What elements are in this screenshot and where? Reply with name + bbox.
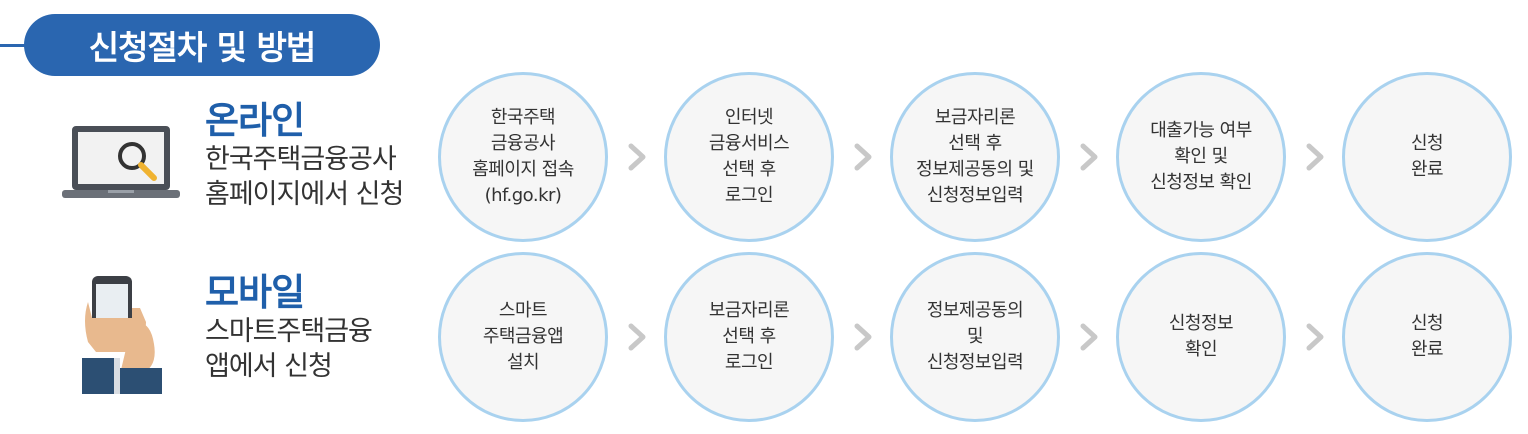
chevron-right-icon [1304, 142, 1328, 172]
mobile-subtitle: 스마트주택금융 앱에서 신청 [205, 316, 373, 382]
online-heading: 온라인 [205, 99, 305, 142]
title-accent-line [0, 44, 40, 47]
mobile-step-1: 스마트 주택금융앱 설치 [438, 252, 608, 422]
online-label: 온라인 한국주택금융공사 홈페이지에서 신청 [205, 99, 404, 212]
online-step-4: 대출가능 여부 확인 및 신청정보 확인 [1116, 72, 1286, 242]
online-step-1: 한국주택 금융공사 홈페이지 접속 (hf.go.kr) [438, 72, 608, 242]
online-subtitle: 한국주택금융공사 홈페이지에서 신청 [205, 144, 404, 210]
online-step-3: 보금자리론 선택 후 정보제공동의 및 신청정보입력 [890, 72, 1060, 242]
chevron-right-icon [626, 142, 650, 172]
chevron-right-icon [852, 142, 876, 172]
laptop-search-icon [62, 122, 180, 208]
mobile-label: 모바일 스마트주택금융 앱에서 신청 [205, 271, 373, 384]
online-step-2: 인터넷 금융서비스 선택 후 로그인 [664, 72, 834, 242]
chevron-right-icon [626, 322, 650, 352]
mobile-step-3: 정보제공동의 및 신청정보입력 [890, 252, 1060, 422]
chevron-right-icon [852, 322, 876, 352]
mobile-heading: 모바일 [205, 271, 305, 314]
chevron-right-icon [1078, 142, 1102, 172]
mobile-step-4: 신청정보 확인 [1116, 252, 1286, 422]
mobile-step-2: 보금자리론 선택 후 로그인 [664, 252, 834, 422]
chevron-right-icon [1304, 322, 1328, 352]
online-step-5: 신청 완료 [1342, 72, 1512, 242]
chevron-right-icon [1078, 322, 1102, 352]
smartphone-hand-icon [78, 272, 168, 400]
mobile-step-5: 신청 완료 [1342, 252, 1512, 422]
section-title: 신청절차 및 방법 [24, 14, 380, 76]
